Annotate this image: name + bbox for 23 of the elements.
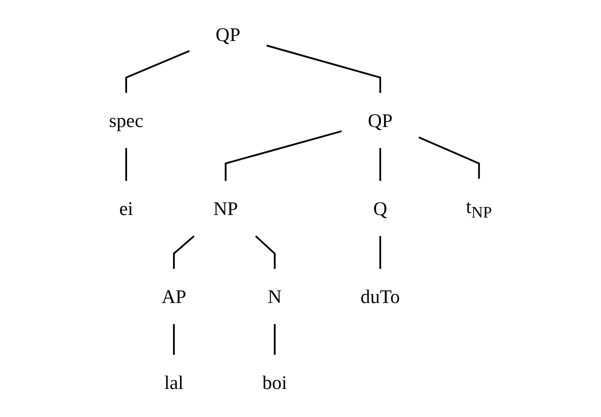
- node-text: QP: [216, 24, 240, 46]
- connector: [379, 236, 382, 269]
- connector: [173, 235, 195, 269]
- node-text: QP: [368, 110, 393, 132]
- node-text: N: [268, 286, 282, 308]
- connector: [418, 136, 480, 179]
- node-text: NP: [213, 198, 238, 220]
- connector: [173, 324, 175, 355]
- connector: [379, 148, 382, 181]
- connector: [224, 130, 342, 181]
- connector: [274, 324, 276, 355]
- node-text: boi: [262, 371, 288, 394]
- connector: [125, 148, 128, 181]
- node-text: lal: [164, 371, 184, 394]
- node-text: t$_{NP}$: [466, 195, 492, 222]
- connector: [266, 44, 382, 93]
- node-text: spec: [109, 110, 144, 132]
- node-text: duTo: [360, 286, 400, 308]
- connector: [125, 50, 190, 93]
- node-text: AP: [162, 286, 186, 308]
- node-text: ei: [119, 198, 134, 220]
- connector: [255, 235, 276, 269]
- node-text: Q: [373, 198, 388, 220]
